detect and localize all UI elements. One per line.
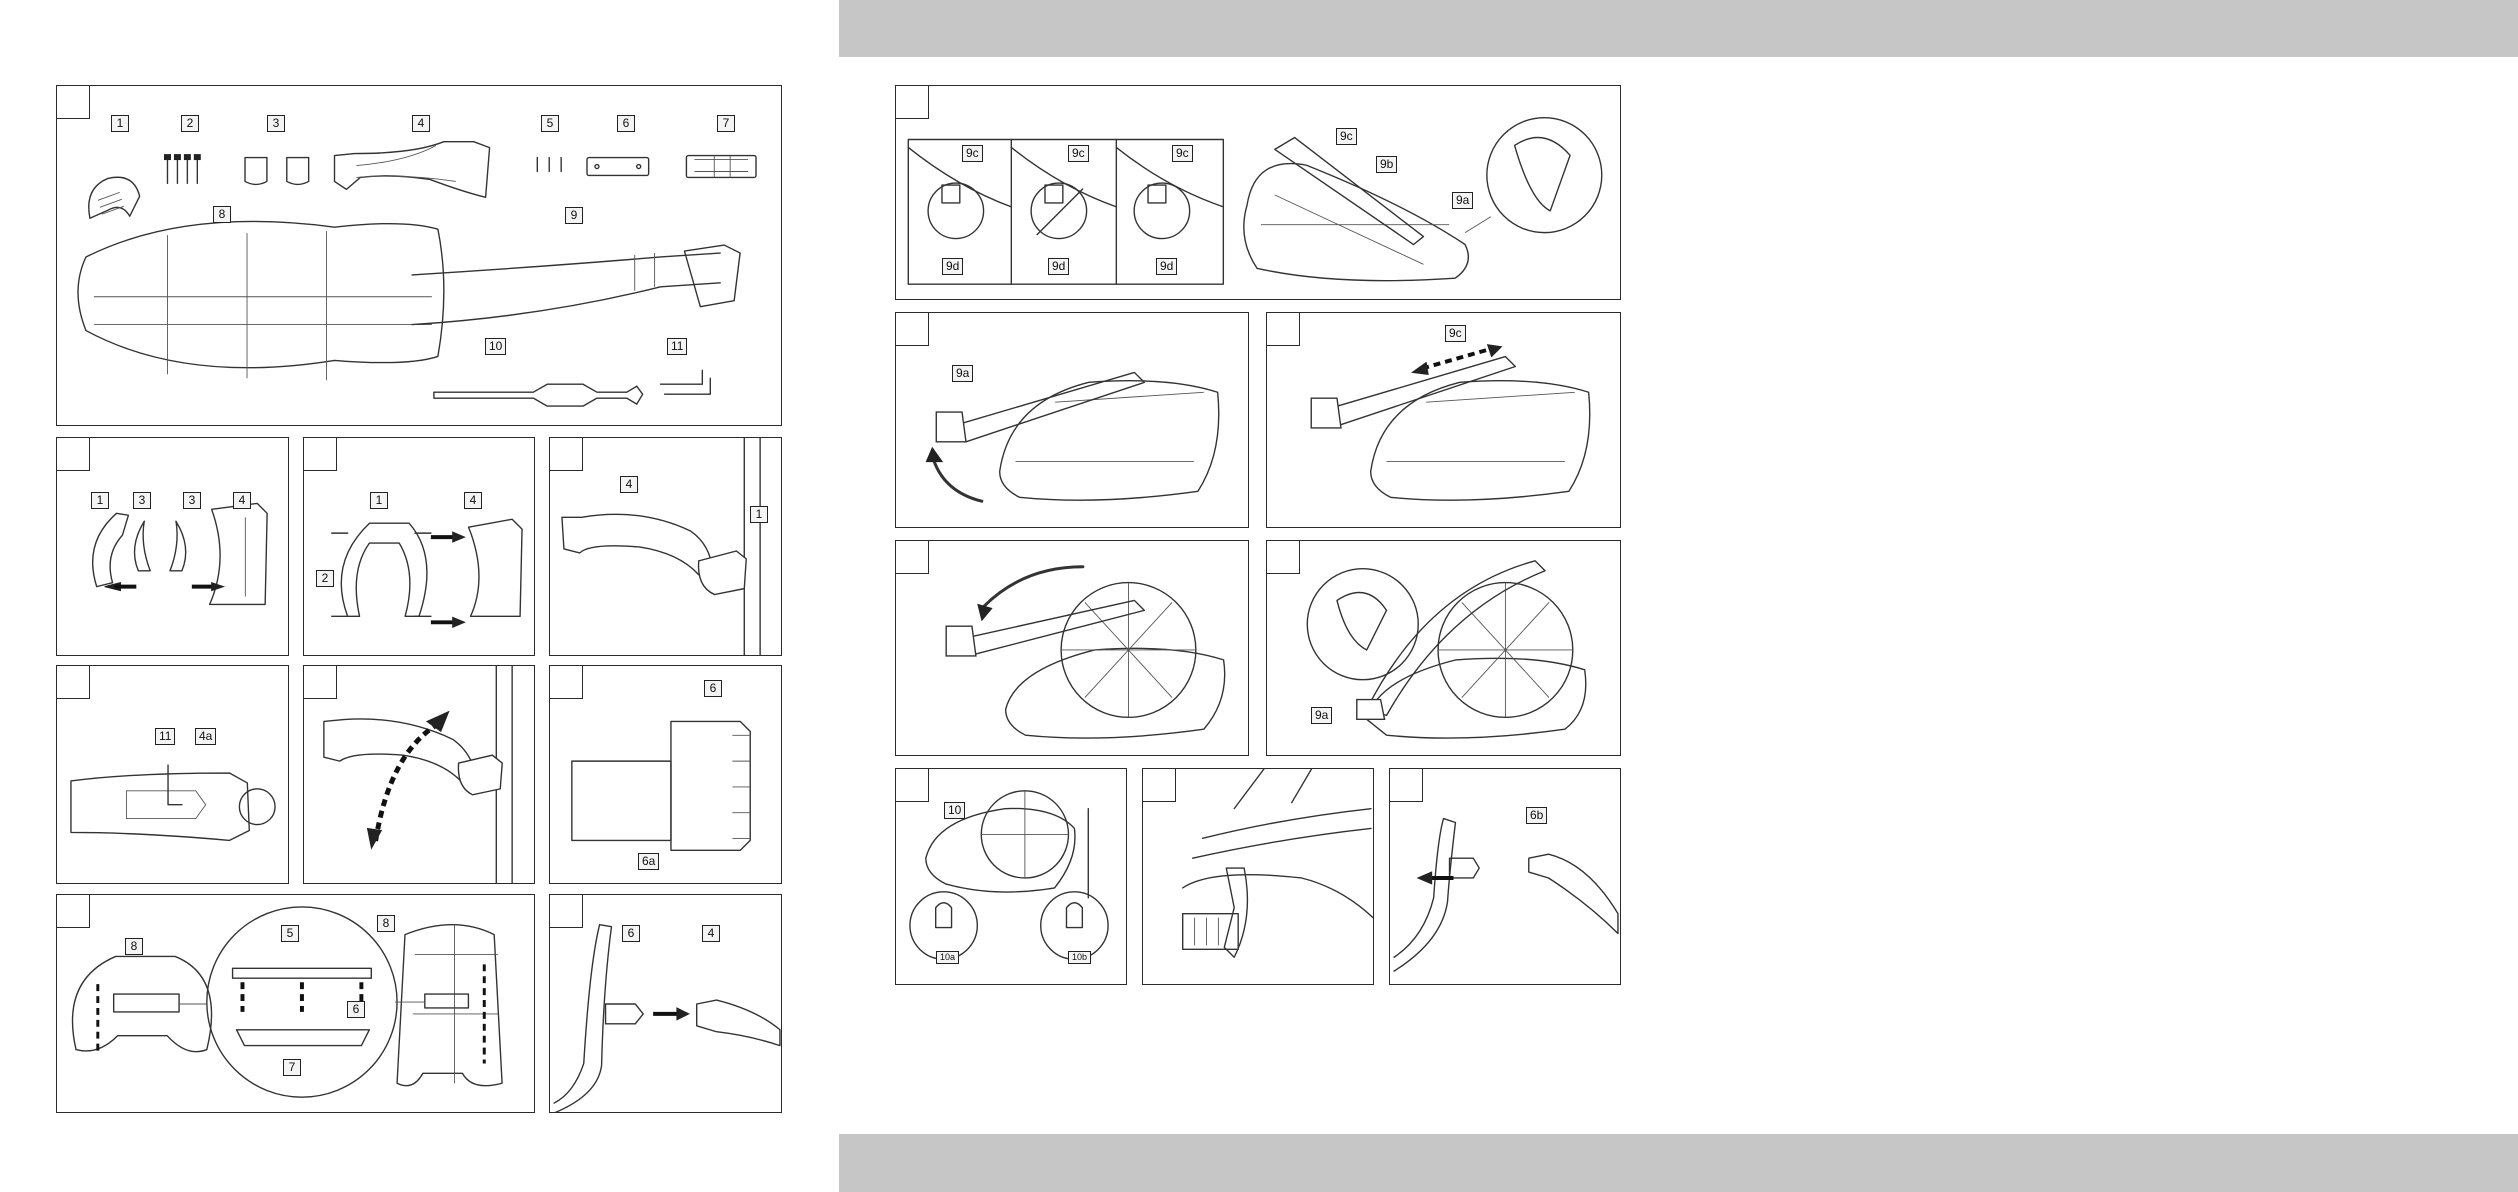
adapter-illustration: [550, 666, 781, 883]
part-label: 1: [370, 492, 388, 509]
step-panel-hex-key: 11 4a: [56, 665, 289, 884]
part-label: 10b: [1068, 951, 1091, 964]
part-label: 10: [485, 338, 506, 355]
part-label: 9d: [942, 258, 963, 275]
part-label: 4: [464, 492, 482, 509]
part-label: 6: [617, 115, 635, 132]
step-panel-strap-hooks: 10 10a 10b: [895, 768, 1127, 985]
arm-rotate-illustration: [304, 666, 534, 883]
part-label: 9a: [1311, 707, 1332, 724]
part-label: 1: [91, 492, 109, 509]
step-panel-arm-mount: 4 1: [549, 437, 782, 656]
step-panel-clamp-screws: 1 4 2: [303, 437, 535, 656]
part-label: 9a: [1452, 192, 1473, 209]
part-label: 9a: [952, 365, 973, 382]
clamp-shim-illustration: [57, 438, 288, 655]
part-label: 9c: [1068, 145, 1089, 162]
part-label: 9: [565, 207, 583, 224]
strap-hooks-illustration: [896, 769, 1126, 984]
part-label: 3: [133, 492, 151, 509]
part-label: 4: [233, 492, 251, 509]
step-panel-tray-assembly: 8 5 6 8 7: [56, 894, 535, 1113]
clamp-screw-illustration: [304, 438, 534, 655]
part-label: 9d: [1156, 258, 1177, 275]
part-label: 1: [750, 506, 768, 523]
part-label: 2: [316, 570, 334, 587]
part-label: 4: [412, 115, 430, 132]
step-panel-tray-mount: 6 4: [549, 894, 782, 1113]
part-label: 4: [702, 925, 720, 942]
remove-illustration: [1390, 769, 1620, 984]
parts-illustration: [57, 86, 781, 425]
part-label: 9c: [1336, 128, 1357, 145]
part-label: 9c: [1172, 145, 1193, 162]
header-band: [839, 0, 2518, 57]
step-panel-ball-secure: 9a: [1266, 540, 1621, 756]
step-panel-strap-threading: 9c 9c 9c 9d 9d 9d 9c 9b 9a: [895, 85, 1621, 300]
part-label: 9c: [962, 145, 983, 162]
strap-threading-illustration: [896, 86, 1620, 299]
mounted-illustration: [1143, 769, 1373, 984]
part-label: 5: [541, 115, 559, 132]
part-label: 8: [377, 915, 395, 932]
part-label: 6b: [1526, 807, 1547, 824]
footer-band: [839, 1134, 2518, 1192]
part-label: 8: [125, 938, 143, 955]
hex-key-illustration: [57, 666, 288, 883]
step-panel-clamp-shims: 1 3 3 4: [56, 437, 289, 656]
parts-overview-panel: 1 2 3 4 5 6 7 8 9 10 11: [56, 85, 782, 426]
part-label: 5: [281, 925, 299, 942]
part-label: 9b: [1376, 156, 1397, 173]
part-label: 4: [620, 476, 638, 493]
part-label: 7: [283, 1059, 301, 1076]
tray-mount-illustration: [550, 895, 781, 1112]
step-panel-mounted: [1142, 768, 1374, 985]
part-label: 9d: [1048, 258, 1069, 275]
part-label: 1: [111, 115, 129, 132]
part-label: 6: [704, 680, 722, 697]
ball-load-illustration: [896, 541, 1248, 755]
step-panel-adapter: 6 6a: [549, 665, 782, 884]
part-label: 8: [213, 206, 231, 223]
part-label: 7: [717, 115, 735, 132]
part-label: 11: [155, 728, 175, 745]
strap-adjust-illustration: [1267, 313, 1620, 527]
strap-pull-illustration: [896, 313, 1248, 527]
arm-mount-illustration: [550, 438, 781, 655]
part-label: 6: [622, 925, 640, 942]
step-panel-strap-adjust: 9c: [1266, 312, 1621, 528]
step-panel-arm-rotate: [303, 665, 535, 884]
step-panel-strap-pull: 9a: [895, 312, 1249, 528]
part-label: 3: [183, 492, 201, 509]
step-panel-remove: 6b: [1389, 768, 1621, 985]
part-label: 4a: [195, 728, 216, 745]
step-panel-ball-load: [895, 540, 1249, 756]
part-label: 10: [944, 802, 965, 819]
part-label: 9c: [1445, 325, 1466, 342]
part-label: 10a: [936, 951, 959, 964]
part-label: 6: [347, 1001, 365, 1018]
part-label: 6a: [638, 853, 659, 870]
part-label: 3: [267, 115, 285, 132]
part-label: 11: [667, 338, 687, 355]
part-label: 2: [181, 115, 199, 132]
